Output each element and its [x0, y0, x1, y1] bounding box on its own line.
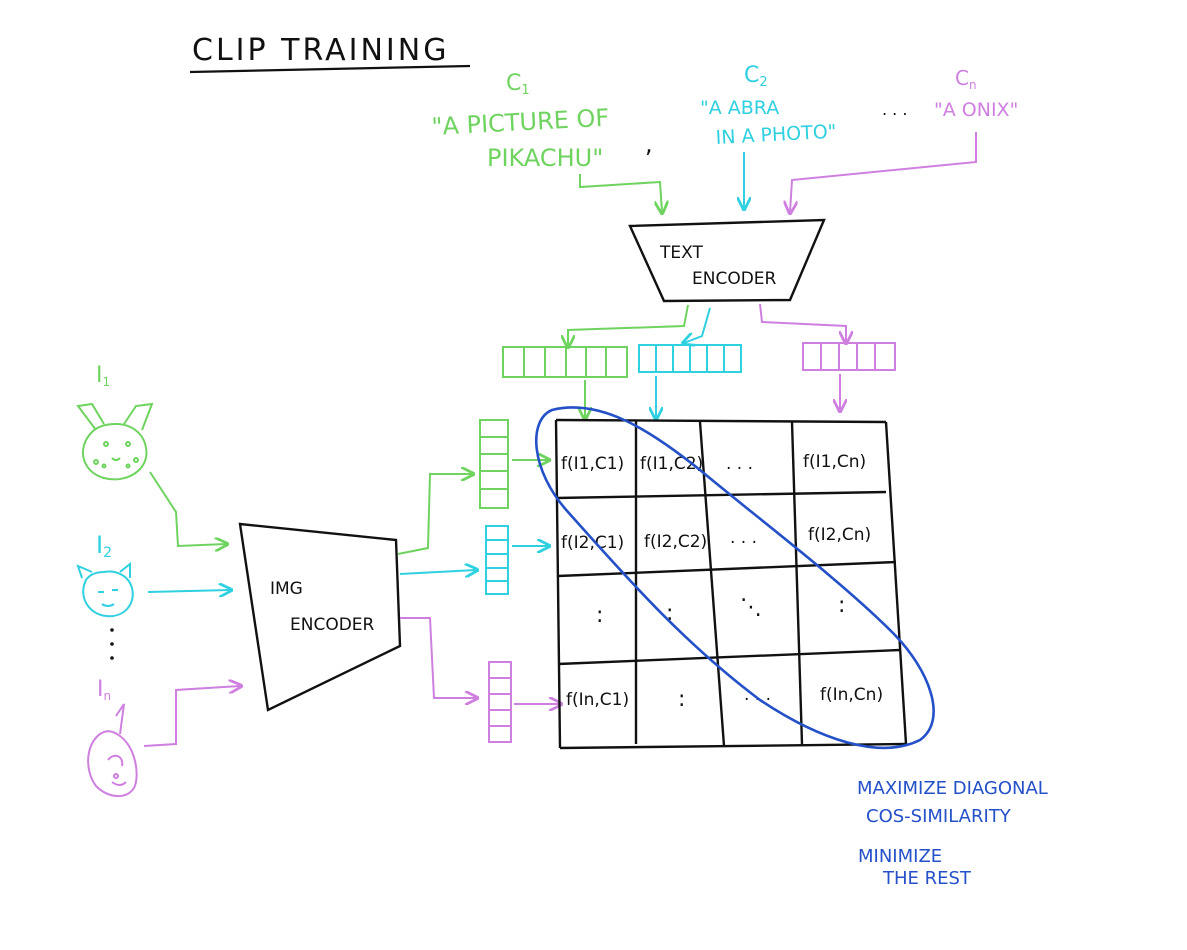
matrix-cell-2-2: f(I2,C2) [644, 532, 707, 552]
matrix-cell-3-1: : [596, 603, 603, 628]
matrix-row-3: : : ⋱ : [596, 593, 845, 628]
caption-cn-text-line1: "A ONIX" [934, 99, 1018, 121]
text-embedding-c1 [502, 346, 628, 378]
matrix-cell-4-1: f(In,C1) [566, 690, 629, 710]
caption-c1-label: C1 [506, 71, 530, 98]
matrix-cell-4-2: : [678, 687, 685, 712]
diagram-title: CLIP TRAINING [192, 33, 449, 68]
arrow-i1-to-img-encoder [149, 471, 226, 546]
similarity-matrix-grid [554, 418, 908, 750]
matrix-cell-2-4: f(I2,Cn) [808, 525, 871, 545]
matrix-cell-1-1: f(I1,C1) [561, 454, 624, 474]
img-encoder-line2: ENCODER [290, 615, 375, 635]
image-embedding-i2 [485, 525, 509, 595]
abra-sketch-icon [76, 561, 134, 618]
img-encoder-line1: IMG [270, 579, 303, 599]
image-vertical-ellipsis [110, 628, 114, 660]
caption-ellipsis: . . . [882, 100, 907, 119]
note-minimize: MINIMIZE [858, 846, 942, 867]
image-embedding-in [488, 661, 512, 743]
arrow-img-encoder-to-embedding-i2 [399, 570, 476, 574]
arrow-c1-to-text-encoder [579, 174, 662, 212]
arrow-i2-to-img-encoder [147, 590, 230, 592]
matrix-cell-1-4: f(I1,Cn) [803, 452, 866, 472]
text-embedding-cn [802, 342, 896, 371]
matrix-cell-3-2: : [666, 601, 673, 626]
arrow-img-encoder-to-embedding-in [400, 617, 476, 698]
image-i1-label: I1 [96, 363, 110, 389]
title-underline [189, 64, 471, 74]
caption-c1: C1 "A PICTURE OF PIKACHU" [431, 71, 610, 172]
caption-separator-comma: , [645, 130, 653, 158]
matrix-cell-2-1: f(I2,C1) [561, 533, 624, 553]
caption-cn: Cn "A ONIX" [934, 66, 1018, 121]
image-i2-label: I2 [96, 531, 112, 561]
text-embedding-c2 [638, 344, 742, 373]
matrix-cell-4-3: . . . [744, 685, 771, 705]
matrix-row-1: f(I1,C1) f(I1,C2) . . . f(I1,Cn) [561, 452, 866, 474]
image-embedding-i1 [479, 419, 509, 509]
matrix-cell-4-4: f(In,Cn) [820, 685, 883, 705]
matrix-cell-2-3: . . . [730, 528, 757, 548]
matrix-cell-3-3: ⋱ [740, 595, 762, 620]
text-encoder-line2: ENCODER [692, 269, 777, 289]
pikachu-sketch-icon [76, 402, 154, 481]
note-maximize-diagonal: MAXIMIZE DIAGONAL [857, 778, 1048, 799]
arrow-cn-to-text-encoder [790, 132, 977, 212]
arrow-text-encoder-to-embedding-cn [759, 303, 846, 342]
caption-c1-text-line2: PIKACHU" [487, 144, 603, 172]
img-encoder-block [238, 522, 402, 712]
arrow-img-encoder-to-embedding-i1 [397, 474, 472, 555]
matrix-row-2: f(I2,C1) f(I2,C2) . . . f(I2,Cn) [561, 525, 871, 553]
image-in-label: In [97, 677, 111, 703]
notes: MAXIMIZE DIAGONAL COS-SIMILARITY MINIMIZ… [857, 778, 1048, 889]
caption-c2: C2 "A ABRA IN A PHOTO" [700, 63, 837, 149]
note-the-rest: THE REST [882, 868, 972, 889]
matrix-row-4: f(In,C1) : . . . f(In,Cn) [566, 685, 883, 712]
caption-c1-text-line1: "A PICTURE OF [431, 104, 610, 141]
matrix-cell-1-3: . . . [726, 454, 753, 474]
matrix-cell-3-4: : [838, 593, 845, 618]
caption-c2-text-line2: IN A PHOTO" [715, 121, 837, 149]
text-encoder-line1: TEXT [659, 243, 703, 263]
arrow-text-encoder-to-embedding-c1 [568, 304, 689, 346]
arrow-text-encoder-to-embedding-c2 [684, 307, 711, 343]
caption-cn-label: Cn [955, 66, 977, 92]
diagonal-highlight-loop [534, 406, 935, 750]
caption-c2-label: C2 [744, 63, 768, 90]
text-encoder-block [628, 218, 826, 303]
onix-sketch-icon [87, 703, 138, 797]
note-cos-similarity: COS-SIMILARITY [866, 806, 1012, 827]
caption-c2-text-line1: "A ABRA [700, 97, 779, 119]
arrow-in-to-img-encoder [143, 686, 240, 747]
